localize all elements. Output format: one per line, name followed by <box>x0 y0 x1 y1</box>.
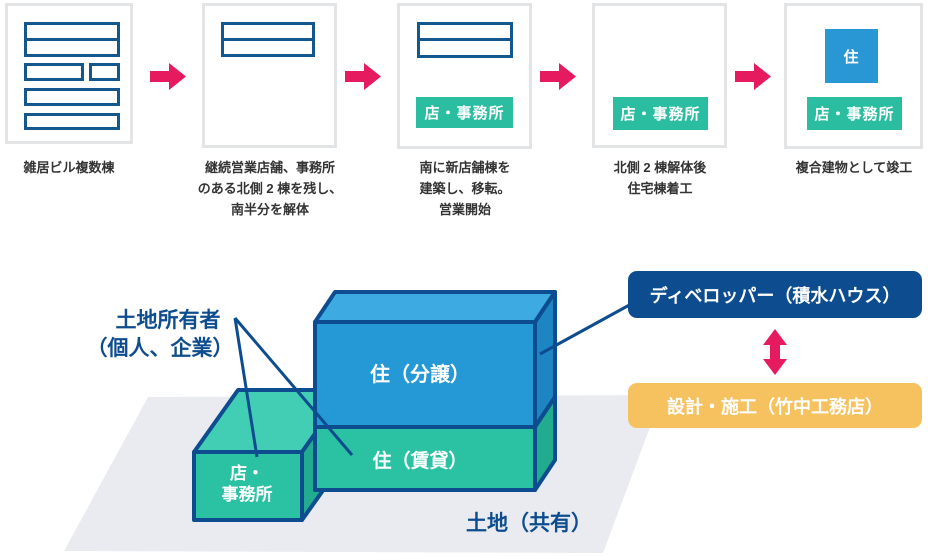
flow-arrow-icon <box>345 63 381 90</box>
flow-step-4-panel: 店・事務所 <box>592 3 727 148</box>
designer-box <box>628 383 922 428</box>
caption-line: 継続営業店舗、事務所 <box>204 160 335 175</box>
caption-line: 雑居ビル複数棟 <box>23 160 115 175</box>
shop-office-box-front <box>192 450 304 522</box>
shop-office-label-line1: 店・ <box>230 463 264 483</box>
designer-label: 設計・施工（竹中工務店） <box>667 396 883 417</box>
land-owner-label-line2: （個人、企業） <box>87 336 234 360</box>
building-bar-divider <box>27 38 117 41</box>
residence-rental-front <box>313 425 537 492</box>
building-bar <box>89 63 120 81</box>
building-double-bar <box>417 22 513 58</box>
step-5-caption: 複合建物として竣工 <box>744 157 928 178</box>
pointer-line <box>233 317 259 458</box>
flow-arrow-icon <box>150 63 186 90</box>
developer-box <box>628 271 922 318</box>
flow-arrow-icon <box>540 63 576 90</box>
land-owner-label-line1: 土地所有者 <box>116 308 221 332</box>
building-bar <box>24 63 84 81</box>
residence-rental-label: 住（賃貸） <box>372 449 467 472</box>
caption-line: 建築し、移転。 <box>419 181 511 196</box>
land-owner-pointer-lines <box>233 317 354 458</box>
caption-line: のある北側 2 棟を残し、 <box>197 181 343 196</box>
flow-step-3-panel: 店・事務所 <box>397 3 532 149</box>
residence-sale-label: 住（分譲） <box>370 362 470 386</box>
step-2-caption: 継続営業店舗、事務所 のある北側 2 棟を残し、 南半分を解体 <box>160 157 380 220</box>
step-4-caption: 北側 2 棟解体後 住宅棟着工 <box>550 157 770 199</box>
shop-office-chip: 店・事務所 <box>613 97 708 130</box>
caption-line: 北側 2 棟解体後 <box>613 160 707 175</box>
caption-line: 南に新店舗棟を <box>419 160 511 175</box>
ownership-diagram-svg: ディベロッパー（積水ハウス） 設計・施工（竹中工務店） 土地所有者 （個人、企業… <box>64 271 922 553</box>
shop-office-chip: 店・事務所 <box>416 97 513 128</box>
step-3-caption: 南に新店舗棟を 建築し、移転。 営業開始 <box>355 157 575 220</box>
step-1-caption: 雑居ビル複数棟 <box>0 157 179 178</box>
land-shared-label: 土地（共有） <box>466 511 592 535</box>
pointer-line <box>233 317 354 456</box>
developer-label: ディベロッパー（積水ハウス） <box>650 285 901 306</box>
caption-line: 住宅棟着工 <box>627 181 693 196</box>
caption-line: 南半分を解体 <box>230 202 309 217</box>
residence-chip: 住 <box>825 29 878 83</box>
building-bar-divider <box>224 38 312 41</box>
building-bar <box>24 113 120 130</box>
building-double-bar <box>24 22 120 57</box>
caption-line: 複合建物として竣工 <box>795 160 913 175</box>
building-bar-divider <box>420 38 510 41</box>
shop-office-chip: 店・事務所 <box>807 97 902 130</box>
residence-sale-top <box>313 290 557 324</box>
flow-arrow-icon <box>735 63 771 90</box>
building-bar <box>24 88 120 106</box>
caption-line: 営業開始 <box>438 202 491 217</box>
flow-step-1-panel <box>5 3 133 144</box>
building-double-bar <box>221 22 315 57</box>
main-building-box <box>313 290 557 492</box>
shop-office-label-line2: 事務所 <box>222 484 273 504</box>
developer-pointer-line <box>539 301 634 356</box>
flow-step-5-panel: 住 店・事務所 <box>784 3 923 149</box>
flow-step-2-panel <box>202 3 337 148</box>
double-arrow-icon <box>763 329 787 375</box>
